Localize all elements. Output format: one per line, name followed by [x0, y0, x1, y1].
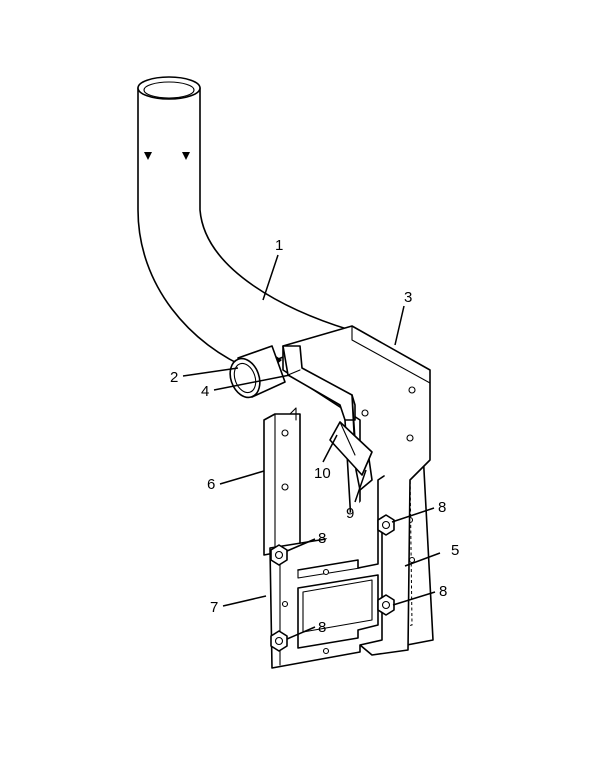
hex-nut-lower-left — [270, 630, 288, 652]
leader-8d — [286, 626, 316, 640]
callout-5: 5 — [451, 542, 459, 559]
leader-4 — [213, 374, 291, 391]
callout-10: 10 — [314, 465, 331, 482]
leader-lines — [182, 254, 441, 640]
leader-5 — [404, 552, 441, 567]
wedge-clip-part — [329, 421, 373, 476]
leader-8b — [286, 538, 316, 552]
hex-nut-upper-right — [377, 514, 395, 536]
hex-nut-lower-right — [377, 594, 395, 616]
callout-9: 9 — [346, 505, 354, 522]
callout-4: 4 — [201, 383, 209, 400]
callout-2: 2 — [170, 369, 178, 386]
callout-3: 3 — [404, 289, 412, 306]
leader-7 — [222, 595, 267, 607]
leader-8c — [392, 591, 436, 606]
callout-8-lower-right: 8 — [439, 583, 447, 600]
callout-labels: 1 2 3 4 5 6 7 8 8 8 8 9 10 — [170, 237, 459, 636]
callout-7: 7 — [210, 599, 218, 616]
leader-2 — [182, 367, 239, 377]
main-bracket-part — [282, 325, 431, 656]
callout-8-lower-left: 8 — [318, 619, 326, 636]
leader-3 — [394, 305, 405, 346]
callout-1: 1 — [275, 237, 283, 254]
callout-8-upper-left: 8 — [318, 530, 326, 547]
callout-6: 6 — [207, 476, 215, 493]
callout-8-upper-right: 8 — [438, 499, 446, 516]
upper-vertical-strap — [263, 407, 301, 556]
leader-1 — [262, 254, 279, 301]
leader-9 — [354, 469, 367, 503]
leader-8a — [391, 507, 435, 523]
leader-6 — [219, 470, 265, 485]
hex-nut-upper-left — [270, 544, 288, 566]
curved-tube-part — [137, 76, 351, 371]
leader-10 — [322, 434, 338, 463]
